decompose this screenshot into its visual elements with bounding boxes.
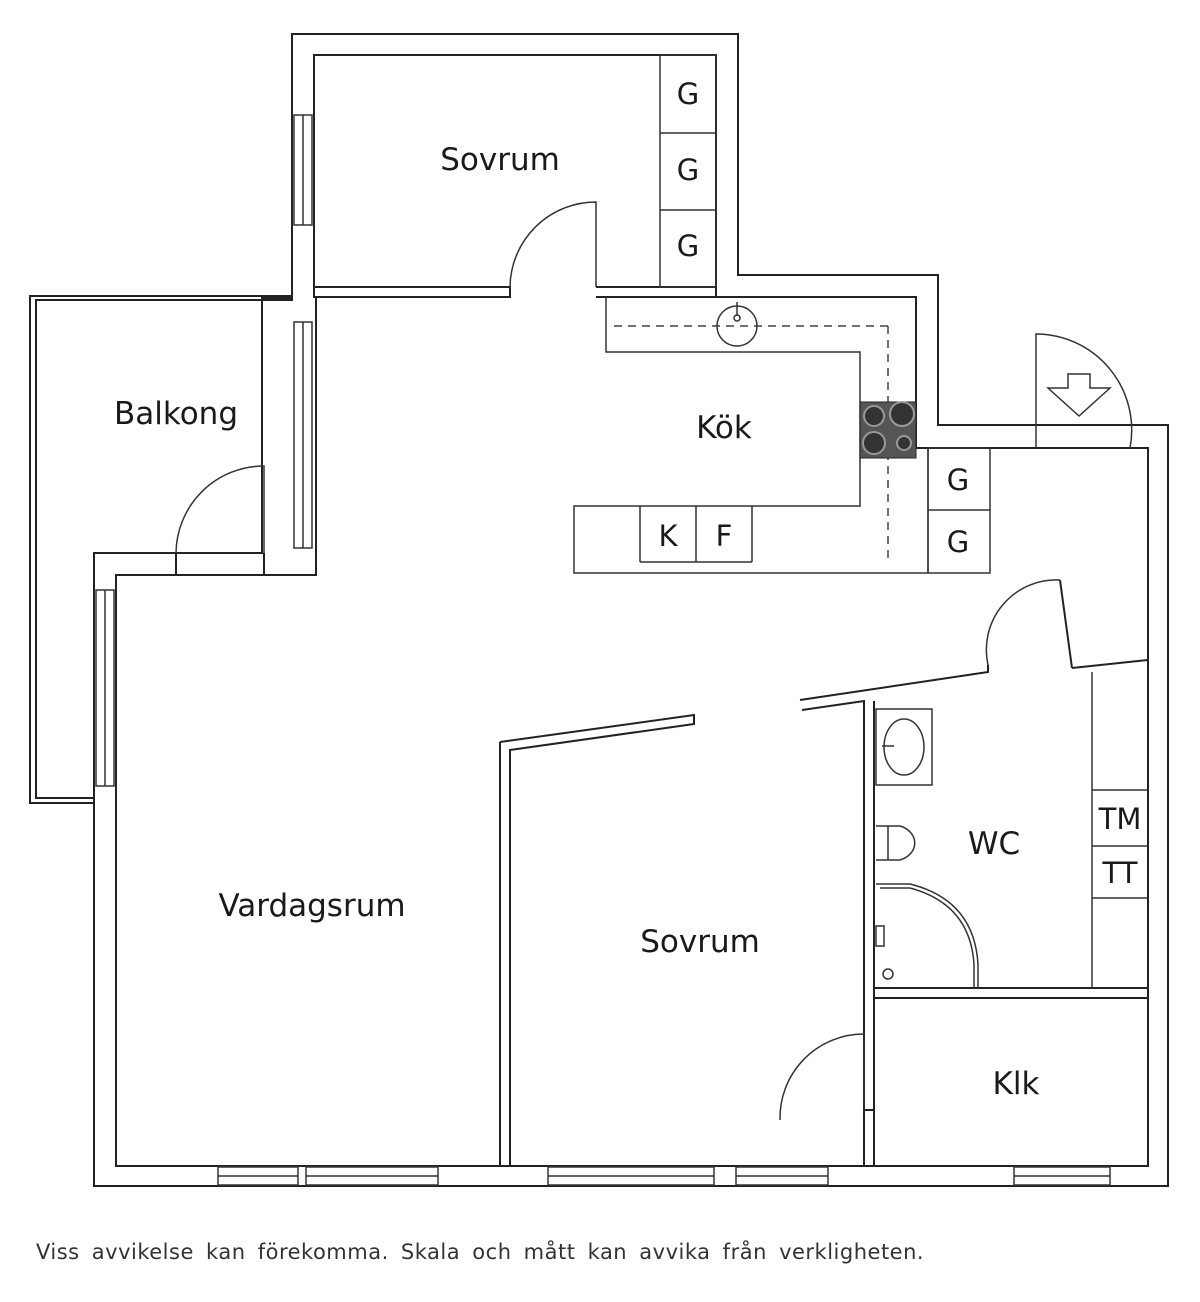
outer-walls — [93, 33, 1169, 1187]
room-label-kok: Kök — [696, 410, 752, 446]
interior-walls — [175, 286, 1149, 1166]
room-label-wc: WC — [968, 826, 1020, 862]
balcony-outline — [29, 295, 293, 804]
stove-icon — [859, 401, 917, 459]
wardrobe-label: G — [947, 463, 969, 497]
entrance-arrow-icon — [1046, 373, 1112, 418]
wardrobe-label: G — [947, 525, 969, 559]
room-label-klk: Klk — [993, 1066, 1040, 1102]
washing-machine-label: TM — [1098, 802, 1142, 836]
kitchen-counters — [573, 297, 929, 574]
shower-icon — [876, 883, 979, 988]
floor-plan: Sovrum Balkong Kök Vardagsrum Sovrum WC … — [29, 33, 1169, 1187]
wardrobe-label: G — [677, 77, 699, 111]
wardrobe-label: G — [677, 229, 699, 263]
wardrobe-label: G — [677, 153, 699, 187]
windows — [95, 114, 1111, 1186]
disclaimer-text: Viss avvikelse kan förekomma. Skala och … — [36, 1240, 925, 1264]
room-label-sovrum-top: Sovrum — [440, 142, 560, 178]
toilet-icon — [876, 825, 916, 861]
room-label-balkong: Balkong — [114, 396, 238, 432]
room-label-vardagsrum: Vardagsrum — [218, 888, 405, 924]
fridge-label: K — [658, 519, 678, 553]
doors — [175, 201, 1133, 1121]
freezer-label: F — [716, 519, 733, 553]
room-label-sovrum-bottom: Sovrum — [640, 924, 760, 960]
bathroom-fixtures — [875, 708, 979, 988]
washbasin-icon — [875, 708, 933, 786]
tumble-dryer-label: TT — [1102, 856, 1138, 890]
wardrobes — [659, 54, 991, 574]
